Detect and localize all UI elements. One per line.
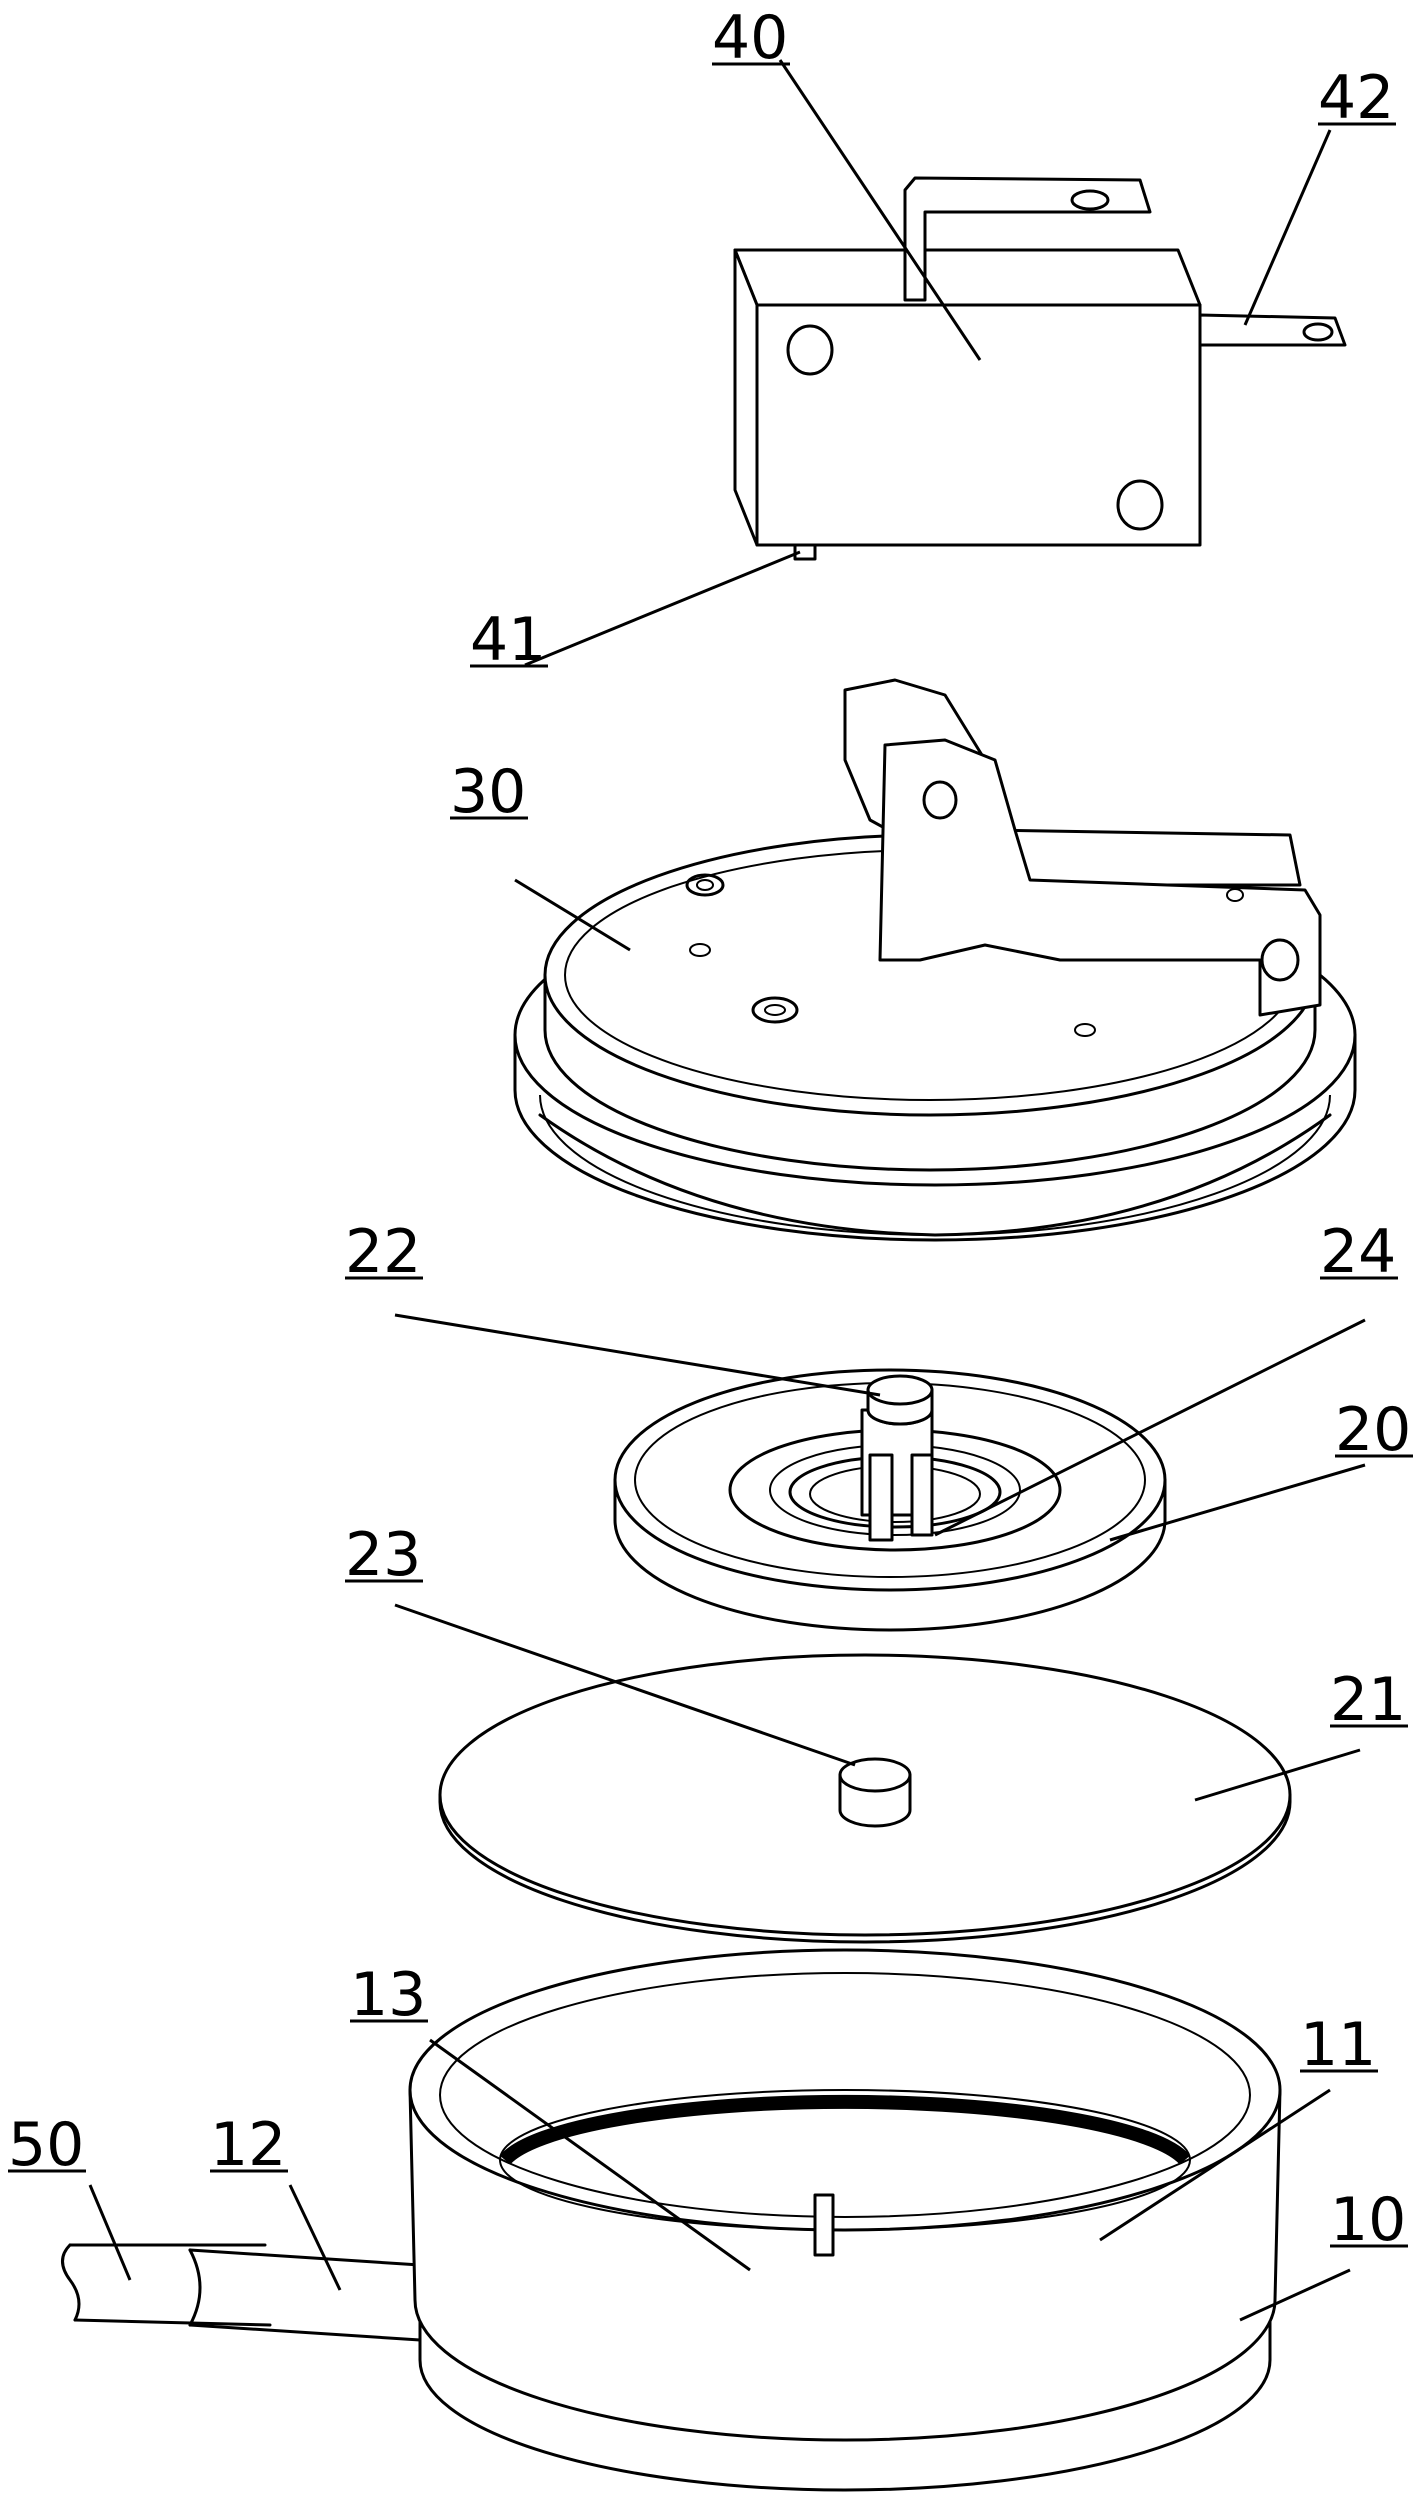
label-12: 12 (210, 2110, 288, 2180)
label-22: 22 (345, 1217, 423, 1287)
label-text-11: 11 (1300, 2010, 1376, 2080)
label-42: 42 (1318, 63, 1396, 133)
label-10: 10 (1330, 2185, 1408, 2255)
label-41: 41 (470, 605, 548, 675)
label-text-22: 22 (345, 1217, 421, 1287)
label-text-23: 23 (345, 1520, 421, 1590)
label-text-42: 42 (1318, 63, 1394, 133)
label-23: 23 (345, 1520, 423, 1590)
leader-lines (88, 59, 1366, 2322)
part-40-micro-switch (733, 176, 1347, 561)
label-text-10: 10 (1330, 2185, 1406, 2255)
label-13: 13 (350, 1960, 428, 2030)
part-23-contact-block (838, 1757, 912, 1828)
label-text-24: 24 (1320, 1217, 1396, 1287)
label-text-50: 50 (8, 2110, 84, 2180)
label-50: 50 (8, 2110, 86, 2180)
part-10-housing (408, 1948, 1282, 2492)
label-21: 21 (1330, 1665, 1408, 1735)
label-text-20: 20 (1335, 1395, 1411, 1465)
part-12-pipe-and-50-tube (61, 2243, 422, 2342)
label-24: 24 (1320, 1217, 1398, 1287)
part-30-upper-cover (513, 678, 1357, 1242)
label-text-41: 41 (470, 605, 546, 675)
part-22-push-rod (860, 1374, 934, 1542)
label-text-13: 13 (350, 1960, 426, 2030)
label-40: 40 (712, 3, 790, 73)
label-text-30: 30 (450, 757, 526, 827)
label-20: 20 (1335, 1395, 1413, 1465)
label-text-21: 21 (1330, 1665, 1406, 1735)
label-30: 30 (450, 757, 528, 827)
label-text-12: 12 (210, 2110, 286, 2180)
label-11: 11 (1300, 2010, 1378, 2080)
label-text-40: 40 (712, 3, 788, 73)
